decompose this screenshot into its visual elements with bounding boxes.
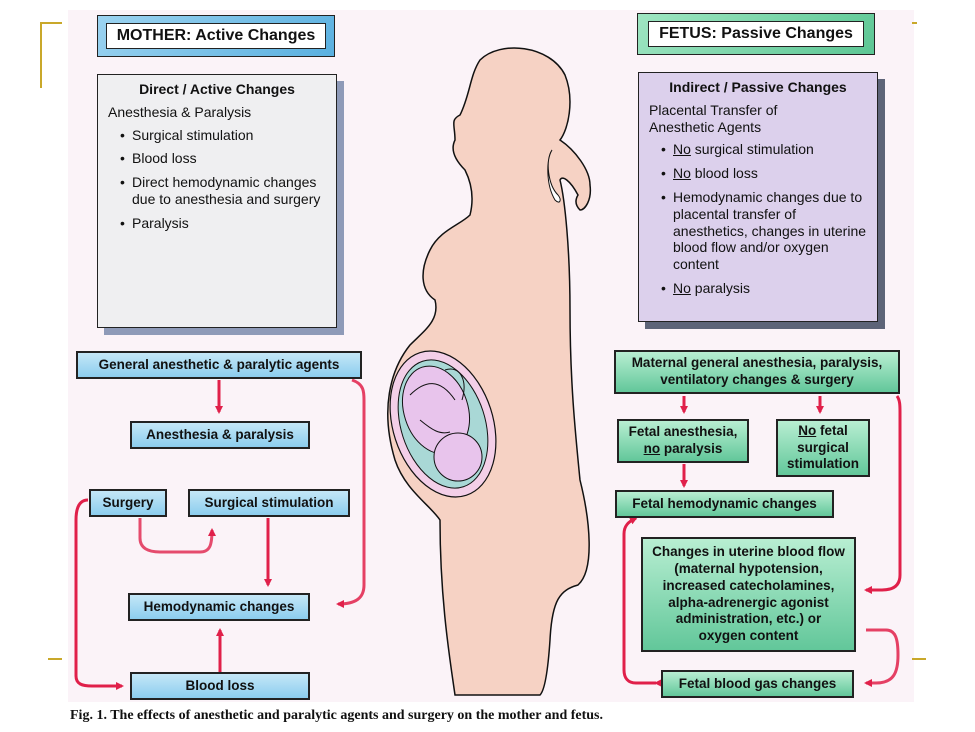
- fetus-info-box: Indirect / Passive Changes Placental Tra…: [638, 72, 878, 322]
- mother-info-box: Direct / Active Changes Anesthesia & Par…: [97, 74, 337, 328]
- node-general-agents: General anesthetic & paralytic agents: [76, 351, 362, 379]
- fetus-info-subtitle: Placental Transfer of Anesthetic Agents: [649, 101, 778, 135]
- node-label: Blood loss: [185, 677, 255, 693]
- negation-prefix: No: [673, 141, 691, 158]
- node-label: No fetal: [798, 423, 848, 440]
- node-label: Changes in uterine blood flow (maternal …: [652, 543, 845, 644]
- list-item-text: surgical stimulation: [690, 141, 814, 158]
- negation-prefix: No: [673, 279, 691, 296]
- negation-prefix: no: [643, 441, 661, 456]
- node-no-fetal-stimulation: No fetal surgical stimulation: [776, 419, 870, 477]
- node-surgical-stimulation: Surgical stimulation: [188, 489, 350, 517]
- node-label: Fetal anesthesia,: [628, 424, 738, 440]
- node-fetal-anesthesia: Fetal anesthesia, no paralysis: [617, 419, 749, 463]
- frame-tick-right: [912, 658, 926, 660]
- node-uterine-blood-flow: Changes in uterine blood flow (maternal …: [641, 537, 856, 652]
- node-label: Anesthesia & paralysis: [146, 426, 294, 442]
- mother-info-list: Surgical stimulation Blood loss Direct h…: [108, 127, 326, 232]
- mother-header-label: MOTHER: Active Changes: [105, 23, 327, 49]
- fetus-header: FETUS: Passive Changes: [637, 13, 875, 55]
- list-item: No paralysis: [661, 280, 867, 297]
- frame-corner-horizontal: [40, 22, 62, 24]
- node-fetal-hemodynamic: Fetal hemodynamic changes: [615, 490, 834, 518]
- node-label: Hemodynamic changes: [143, 598, 295, 614]
- negation-prefix: No: [673, 165, 691, 182]
- node-label: Fetal blood gas changes: [678, 675, 837, 691]
- node-maternal-anesthesia: Maternal general anesthesia, paralysis, …: [614, 350, 900, 394]
- node-hemodynamic-changes: Hemodynamic changes: [128, 593, 310, 621]
- list-item-text: Hemodynamic changes due to placental tra…: [673, 188, 867, 273]
- node-label: surgical stimulation: [786, 439, 859, 472]
- node-surgery: Surgery: [89, 489, 167, 517]
- mother-info-subtitle: Anesthesia & Paralysis: [108, 103, 252, 120]
- fetus-header-label: FETUS: Passive Changes: [648, 21, 864, 47]
- node-anesthesia-paralysis: Anesthesia & paralysis: [130, 421, 310, 449]
- frame-corner-vertical: [40, 22, 42, 88]
- frame-tick-left: [48, 658, 62, 660]
- list-item: No blood loss: [661, 165, 867, 182]
- negation-prefix: No: [798, 422, 817, 438]
- list-item: Hemodynamic changes due to placental tra…: [661, 189, 867, 273]
- node-label: Maternal general anesthesia, paralysis, …: [631, 355, 883, 387]
- list-item: Blood loss: [120, 150, 326, 167]
- mother-info-title: Direct / Active Changes: [139, 81, 295, 97]
- fetus-info-list: No surgical stimulation No blood loss He…: [649, 141, 867, 296]
- node-label: Surgical stimulation: [204, 494, 334, 510]
- node-label-text: paralysis: [660, 441, 723, 456]
- frame-tick-top-right: [912, 22, 917, 24]
- node-label: Fetal hemodynamic changes: [632, 495, 817, 511]
- list-item: Surgical stimulation: [120, 127, 326, 144]
- node-label: no paralysis: [644, 441, 723, 458]
- list-item: No surgical stimulation: [661, 141, 867, 158]
- list-item: Paralysis: [120, 215, 326, 232]
- fetus-info-title: Indirect / Passive Changes: [669, 79, 847, 95]
- node-fetal-blood-gas: Fetal blood gas changes: [661, 670, 854, 698]
- node-label: Surgery: [102, 494, 154, 510]
- node-label-text: fetal: [816, 422, 848, 438]
- list-item-text: paralysis: [690, 279, 751, 296]
- figure-caption: Fig. 1. The effects of anesthetic and pa…: [70, 708, 604, 723]
- list-item-text: blood loss: [690, 165, 758, 182]
- node-label: General anesthetic & paralytic agents: [98, 356, 340, 372]
- mother-header: MOTHER: Active Changes: [97, 15, 335, 57]
- list-item: Direct hemodynamic changes due to anesth…: [120, 174, 326, 208]
- node-blood-loss: Blood loss: [130, 672, 310, 700]
